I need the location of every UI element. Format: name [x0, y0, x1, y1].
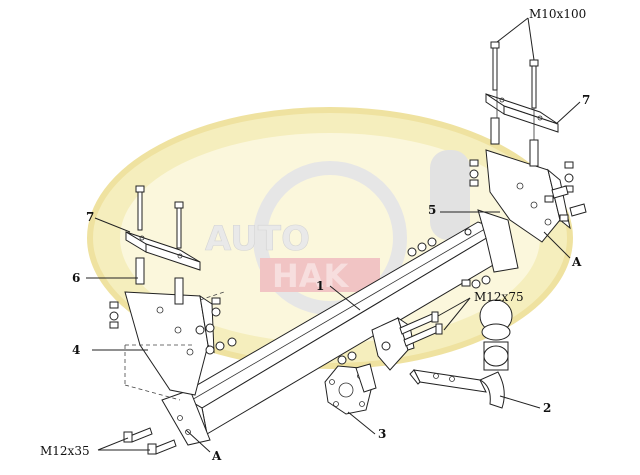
- cross-beam: [161, 209, 519, 446]
- label-part-4: 4: [72, 343, 80, 357]
- tow-ball-arm: [409, 299, 513, 409]
- left-nuts: [109, 297, 237, 355]
- watermark-word-hak: HAK: [272, 257, 350, 295]
- ball-mount-plate: [324, 363, 377, 415]
- label-part-2: 2: [543, 401, 551, 415]
- left-spacer-plate: [125, 231, 201, 271]
- label-part-5: 5: [428, 203, 436, 217]
- centre-bolts-m12x75: [399, 311, 443, 347]
- label-part-7-right: 7: [582, 93, 590, 107]
- label-part-1: 1: [316, 279, 324, 293]
- watermark-word-auto: AUTO: [205, 219, 310, 259]
- right-bolts-m10x100: [490, 41, 539, 167]
- label-part-3: 3: [378, 427, 386, 441]
- label-part-6: 6: [72, 271, 80, 285]
- bottom-bolts-m12x35: [123, 427, 177, 455]
- left-side-bracket: [124, 291, 225, 401]
- label-bolt-m12x35: M12x35: [40, 444, 90, 458]
- right-side-bracket: [485, 149, 571, 243]
- label-part-7-left: 7: [86, 210, 94, 224]
- right-spacer-plate: [485, 93, 559, 133]
- leader-lines: [86, 17, 581, 453]
- label-bolt-m12x75: M12x75: [474, 290, 524, 304]
- beam-nuts: [407, 228, 491, 289]
- part-labels: M10x100 7 5 A 1 M12x75 2 3 7 6 4 M12x35 …: [40, 7, 590, 463]
- label-ref-a-bottom: A: [211, 449, 222, 463]
- label-bolt-m10x100: M10x100: [529, 7, 586, 21]
- left-bolts-and-spacers: [135, 185, 184, 305]
- label-ref-a-right: A: [571, 255, 582, 269]
- right-nuts: [469, 159, 587, 222]
